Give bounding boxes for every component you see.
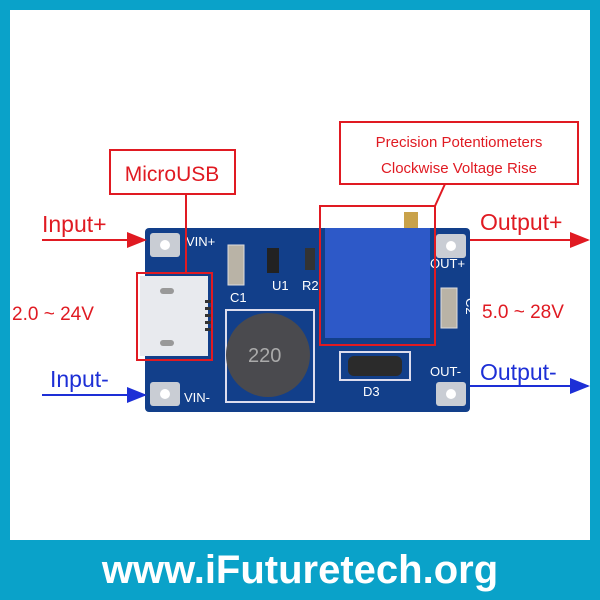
capacitor-c1 bbox=[227, 244, 245, 286]
output-range-label: 5.0 ~ 28V bbox=[482, 302, 564, 323]
potentiometer-highlight bbox=[319, 205, 436, 346]
input-plus-label: Input+ bbox=[42, 211, 107, 237]
potentiometer-callout bbox=[339, 121, 579, 185]
out-plus-label: OUT+ bbox=[430, 256, 465, 271]
vin-plus-label: VIN+ bbox=[186, 234, 215, 249]
inductor bbox=[226, 313, 310, 397]
potentiometer-label-1: Precision Potentiometers bbox=[376, 134, 543, 151]
vin-minus-label: VIN- bbox=[184, 390, 210, 405]
c2-label: C2 bbox=[463, 298, 478, 315]
inductor-label: 220 bbox=[248, 345, 281, 367]
r2-label: R2 bbox=[302, 278, 319, 293]
output-minus-label: Output- bbox=[480, 359, 557, 385]
potentiometer-label-2: Clockwise Voltage Rise bbox=[381, 160, 537, 177]
input-range-label: 2.0 ~ 24V bbox=[12, 304, 94, 325]
microusb-callout bbox=[109, 149, 236, 195]
c1-label: C1 bbox=[230, 290, 247, 305]
microusb-highlight bbox=[136, 272, 213, 361]
input-minus-label: Input- bbox=[50, 366, 109, 392]
potentiometer bbox=[325, 228, 430, 338]
annotations: Precision Potentiometers Clockwise Volta… bbox=[12, 121, 590, 403]
microusb-port bbox=[140, 276, 208, 356]
potentiometer-screw bbox=[404, 212, 418, 228]
output-plus-label: Output+ bbox=[480, 209, 562, 235]
u1-label: U1 bbox=[272, 278, 289, 293]
microusb-label: MicroUSB bbox=[125, 163, 220, 186]
website-banner: www.iFuturetech.org bbox=[101, 547, 499, 592]
chip-u1 bbox=[267, 248, 279, 273]
capacitor-c2 bbox=[440, 287, 458, 329]
resistor-r2 bbox=[305, 248, 315, 270]
pcb-board: VIN+ VIN- OUT+ OUT- C1 U1 R2 D3 C2 220 bbox=[140, 212, 478, 412]
diode-d3 bbox=[348, 356, 402, 376]
out-minus-label: OUT- bbox=[430, 364, 461, 379]
d3-label: D3 bbox=[363, 384, 380, 399]
